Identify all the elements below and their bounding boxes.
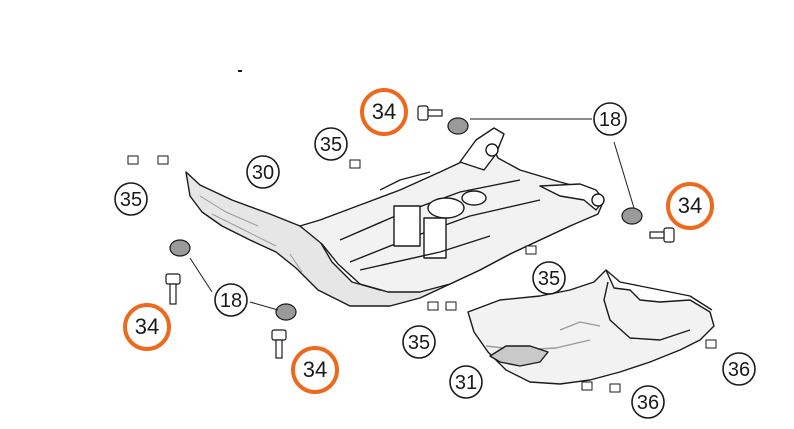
bushing-parts [169, 117, 643, 321]
callout-34-highlighted: 34 [123, 303, 171, 351]
clip-parts [127, 155, 717, 393]
callout-layer: 30 31 18 18 34 34 34 34 35 35 35 35 36 36 [114, 88, 756, 419]
callout-number: 35 [320, 134, 342, 156]
callout-number: 36 [637, 392, 659, 414]
callout-18: 18 [593, 102, 627, 136]
callout-34-highlighted: 34 [360, 88, 408, 136]
bolt-right [649, 227, 675, 243]
callout-number: 35 [408, 332, 430, 354]
callout-number: 36 [728, 359, 750, 381]
callout-circle [631, 385, 665, 419]
stray-mark [238, 70, 242, 72]
callout-number: 35 [538, 268, 560, 290]
callout-circle [593, 102, 627, 136]
leader-lines [189, 118, 635, 311]
skid-plate-30 [185, 127, 605, 307]
callout-number: 31 [455, 372, 477, 394]
callout-36: 36 [631, 385, 665, 419]
highlight-ring [666, 182, 714, 230]
callout-number: 18 [220, 290, 242, 312]
highlight-ring [360, 88, 408, 136]
bolt-top [417, 105, 443, 121]
callout-35: 35 [314, 127, 348, 161]
callout-34-highlighted: 34 [666, 182, 714, 230]
callout-18: 18 [214, 283, 248, 317]
callout-circle [246, 155, 280, 189]
callout-number: 35 [120, 189, 142, 211]
callout-circle [532, 261, 566, 295]
callout-number: 34 [135, 314, 159, 339]
highlight-ring [123, 303, 171, 351]
callout-number: 34 [372, 99, 396, 124]
callout-30: 30 [246, 155, 280, 189]
callout-number: 34 [303, 357, 327, 382]
callout-circle [214, 283, 248, 317]
lower-guard-31 [467, 269, 715, 385]
bolt-left [165, 273, 181, 305]
callout-35: 35 [114, 182, 148, 216]
callout-number: 18 [599, 109, 621, 131]
skid-plate-shading [199, 195, 303, 273]
callout-circle [314, 127, 348, 161]
bolt-lower [271, 329, 287, 359]
callout-number: 30 [252, 162, 274, 184]
callout-number: 34 [678, 193, 702, 218]
callout-circle [402, 325, 436, 359]
callout-31: 31 [449, 365, 483, 399]
callout-circle [722, 352, 756, 386]
callout-circle [114, 182, 148, 216]
callout-35: 35 [402, 325, 436, 359]
callout-36: 36 [722, 352, 756, 386]
callout-35: 35 [532, 261, 566, 295]
callout-circle [449, 365, 483, 399]
callout-34-highlighted: 34 [291, 346, 339, 394]
highlight-ring [291, 346, 339, 394]
